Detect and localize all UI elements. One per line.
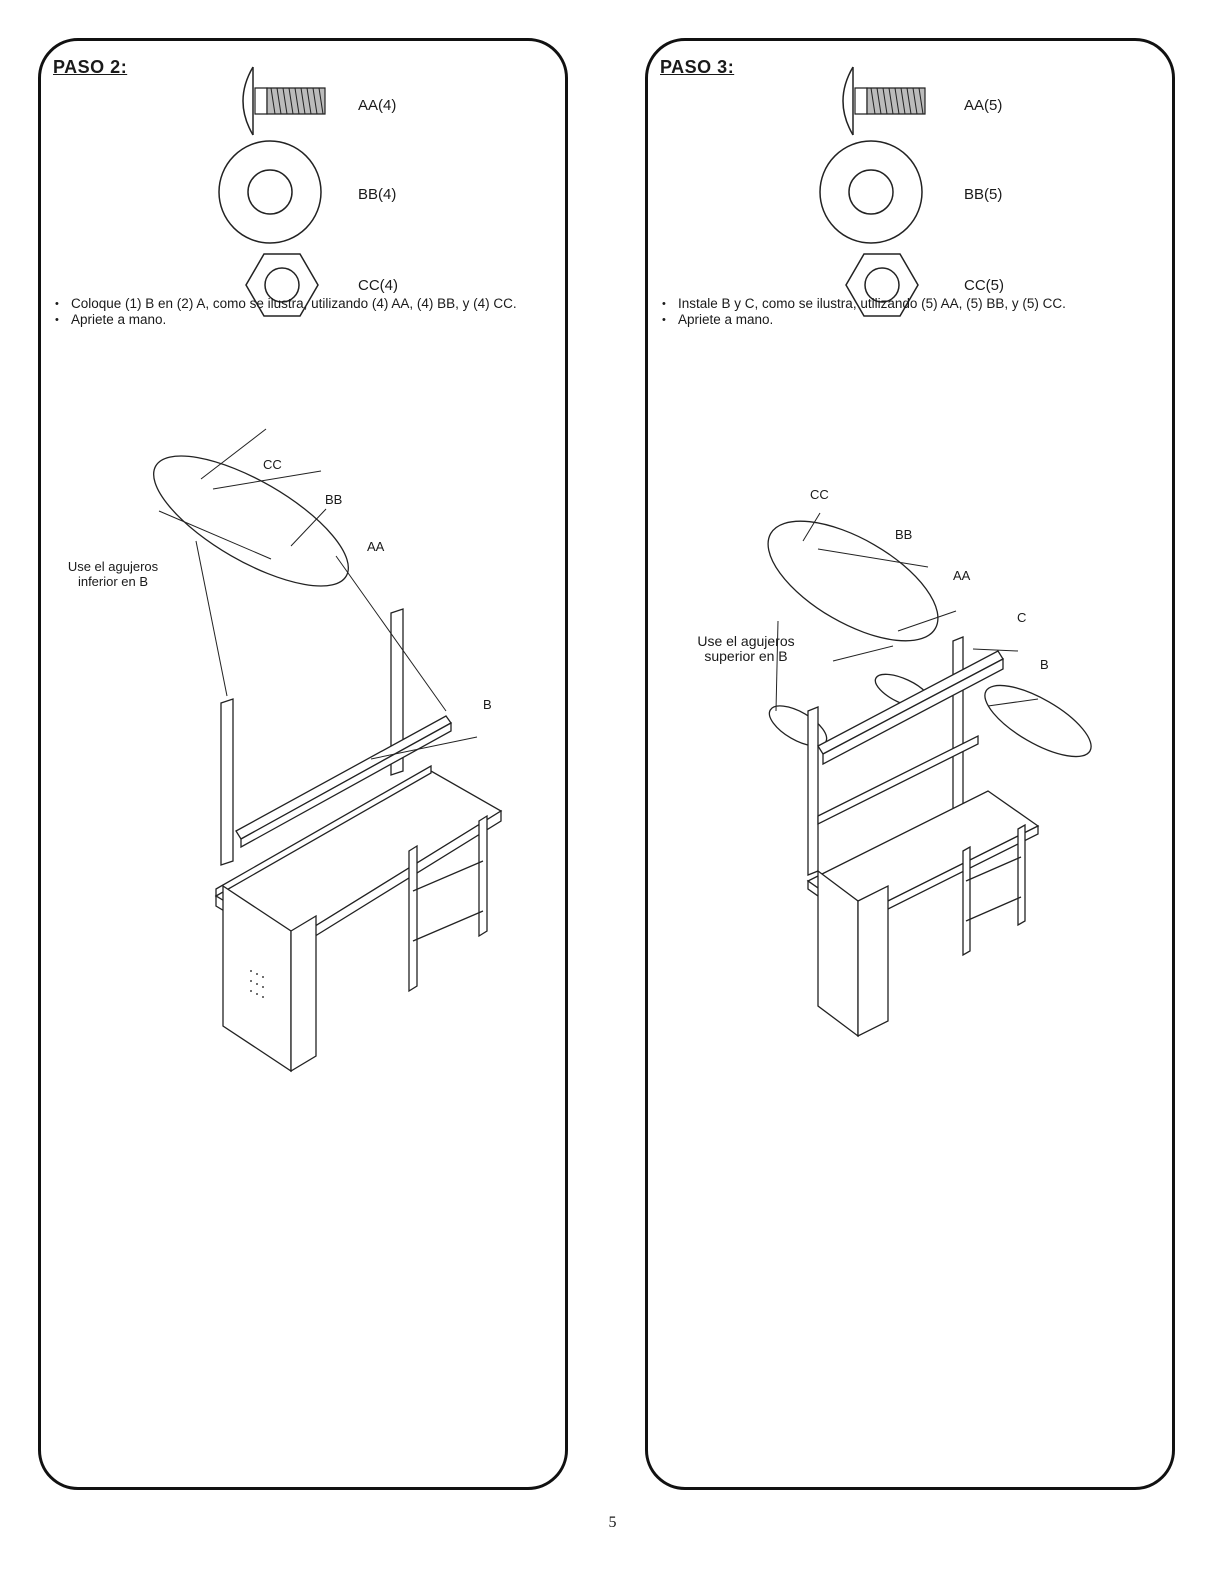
part-label-aa: AA(4)	[358, 97, 397, 114]
hole-note-line: Use el agujeros	[697, 633, 795, 649]
instruction-item: Apriete a mano.	[662, 312, 1162, 328]
part-label-aa: AA(5)	[964, 97, 1003, 114]
callout-c: C	[1017, 610, 1027, 625]
instruction-item: Instale B y C, como se ilustra, utilizan…	[662, 296, 1162, 312]
hole-note-line: inferior en B	[77, 574, 149, 589]
part-label-bb: BB(4)	[358, 186, 397, 203]
callout-bb: BB	[325, 492, 343, 507]
hole-note: Use el agujeros inferior en B	[63, 559, 163, 589]
hole-note-line: Use el agujeros	[67, 559, 159, 574]
workbench-assembly-illustration	[141, 441, 501, 1071]
step-3-panel: PASO 3: AA(5) BB(5) CC(5) Instale B y C,…	[645, 38, 1175, 1490]
washer-icon	[818, 139, 924, 245]
step-title: PASO 3:	[660, 57, 735, 77]
callout-bb: BB	[895, 527, 913, 542]
page-number: 5	[608, 1514, 617, 1531]
callout-cc: CC	[810, 487, 829, 502]
shelf-assembly-illustration	[748, 511, 1108, 1031]
carriage-bolt-icon	[231, 65, 331, 137]
hole-note: Use el agujeros superior en B	[686, 634, 806, 664]
instruction-item: Apriete a mano.	[55, 312, 555, 328]
callout-aa: AA	[367, 539, 385, 554]
step-2-panel: PASO 2: AA(4) BB(4) CC(4) Coloque (1) B …	[38, 38, 568, 1490]
instruction-item: Coloque (1) B en (2) A, como se ilustra,…	[55, 296, 555, 312]
part-label-bb: BB(5)	[964, 186, 1003, 203]
part-label-cc: CC(4)	[358, 277, 398, 294]
instruction-list: Instale B y C, como se ilustra, utilizan…	[662, 296, 1162, 328]
step-title: PASO 2:	[53, 57, 128, 77]
callout-aa: AA	[953, 568, 971, 583]
washer-icon	[217, 139, 323, 245]
callout-b: B	[1040, 657, 1049, 672]
hole-note-line: superior en B	[704, 648, 788, 664]
part-label-cc: CC(5)	[964, 277, 1004, 294]
callout-cc: CC	[263, 457, 282, 472]
instruction-list: Coloque (1) B en (2) A, como se ilustra,…	[55, 296, 555, 328]
carriage-bolt-icon	[831, 65, 931, 137]
callout-b: B	[483, 697, 492, 712]
